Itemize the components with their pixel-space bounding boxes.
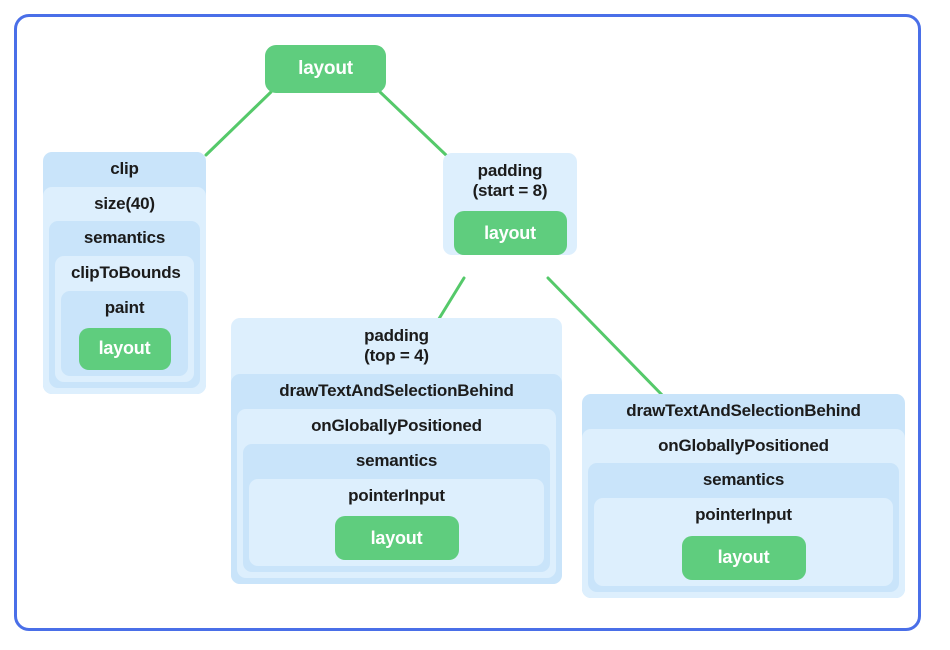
node-semantics-right[interactable]: semantics pointerInput layout xyxy=(588,463,899,592)
node-label-semantics: semantics xyxy=(83,228,166,248)
node-padding-start[interactable]: padding (start = 8) layout xyxy=(443,153,577,256)
node-cliptobounds[interactable]: clipToBounds paint layout xyxy=(55,256,194,382)
node-leaf-layout-clip[interactable]: layout xyxy=(78,327,171,370)
node-label-ongloballypositioned-right: onGloballyPositioned xyxy=(658,435,829,455)
node-semantics-middle[interactable]: semantics pointerInput layout xyxy=(243,443,550,573)
node-pointerinput-right[interactable]: pointerInput layout xyxy=(594,498,893,586)
node-label-padding-top: padding (top = 4) xyxy=(364,326,429,365)
node-label-drawtextandselectionbehind-middle: drawTextAndSelectionBehind xyxy=(279,381,514,401)
node-stack-clip[interactable]: clip size(40) semantics clipToBounds pai… xyxy=(43,152,206,394)
node-stack-padding-top[interactable]: padding (top = 4) drawTextAndSelectionBe… xyxy=(231,318,562,585)
node-label-clip: clip xyxy=(110,159,139,178)
node-label-semantics-right: semantics xyxy=(702,470,785,490)
node-stack-right[interactable]: drawTextAndSelectionBehind onGloballyPos… xyxy=(582,394,905,598)
node-label-paint: paint xyxy=(104,297,145,317)
node-semantics[interactable]: semantics clipToBounds paint layout xyxy=(49,221,200,388)
node-leaf-layout-right[interactable]: layout xyxy=(681,535,806,580)
node-paint[interactable]: paint layout xyxy=(61,290,188,376)
node-label-size40: size(40) xyxy=(94,193,155,213)
node-root-layout[interactable]: layout xyxy=(265,45,386,93)
node-label-pointerinput-middle: pointerInput xyxy=(348,485,445,505)
node-label-drawtextandselectionbehind-right: drawTextAndSelectionBehind xyxy=(626,401,861,420)
node-label-semantics-middle: semantics xyxy=(355,450,438,470)
node-leaf-layout-middle[interactable]: layout xyxy=(334,516,459,561)
node-label-cliptobounds: clipToBounds xyxy=(71,263,181,283)
node-label-padding-start: padding (start = 8) xyxy=(472,161,548,200)
diagram-frame xyxy=(14,14,921,631)
node-ongloballypositioned-middle[interactable]: onGloballyPositioned semantics pointerIn… xyxy=(237,409,556,579)
node-ongloballypositioned-right[interactable]: onGloballyPositioned semantics pointerIn… xyxy=(582,428,905,598)
node-drawtextandselectionbehind-middle[interactable]: drawTextAndSelectionBehind onGloballyPos… xyxy=(231,374,562,585)
node-leaf-layout-padding-start[interactable]: layout xyxy=(453,211,567,256)
node-label-ongloballypositioned-middle: onGloballyPositioned xyxy=(311,416,482,436)
node-pointerinput-middle[interactable]: pointerInput layout xyxy=(249,478,544,567)
node-size40[interactable]: size(40) semantics clipToBounds paint la… xyxy=(43,186,206,394)
node-label-pointerinput-right: pointerInput xyxy=(695,505,792,525)
